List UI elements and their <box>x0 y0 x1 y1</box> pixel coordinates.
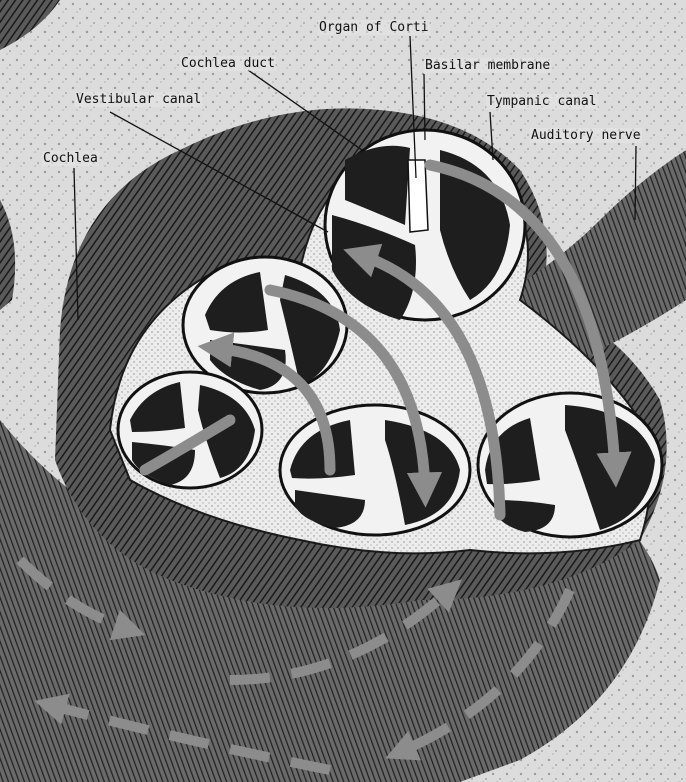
label-tympanic-canal: Tympanic canal <box>486 94 598 109</box>
basal-turn-section <box>478 393 662 537</box>
label-cochlea: Cochlea <box>42 151 99 166</box>
label-auditory-nerve: Auditory nerve <box>530 128 642 143</box>
label-basilar-membrane: Basilar membrane <box>424 58 551 73</box>
label-organ-of-corti: Organ of Corti <box>318 20 430 35</box>
lower-middle-section <box>280 405 470 535</box>
label-cochlea-duct: Cochlea duct <box>180 56 276 71</box>
label-vestibular-canal: Vestibular canal <box>75 92 202 107</box>
